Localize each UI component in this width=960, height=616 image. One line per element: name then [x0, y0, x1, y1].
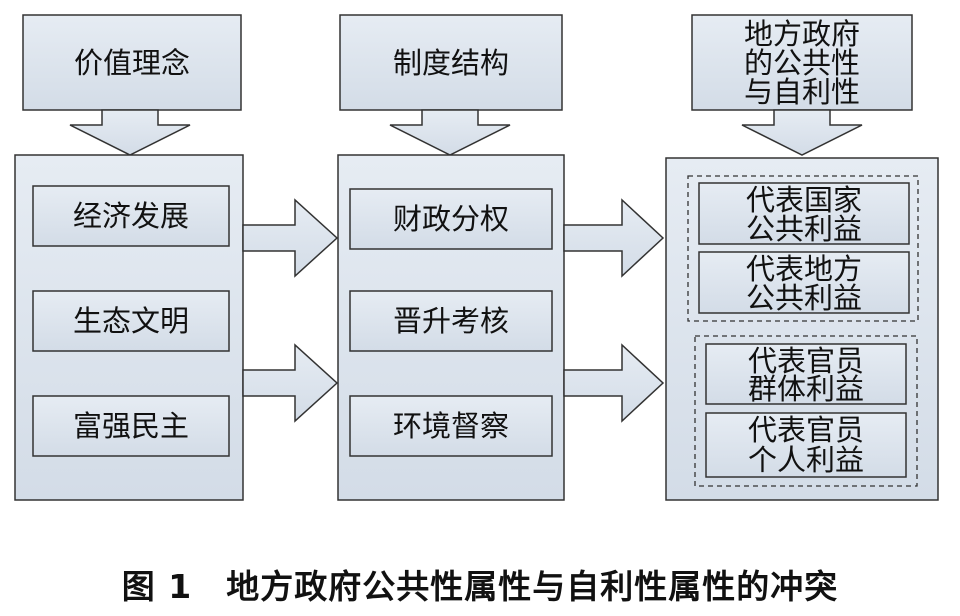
item-label: 财政分权	[393, 202, 509, 236]
item-box	[32, 290, 230, 352]
header-label: 的公共性	[744, 46, 860, 80]
item-box	[705, 343, 907, 405]
item-box	[32, 185, 230, 247]
header-label: 制度结构	[393, 46, 509, 80]
item-label: 群体利益	[748, 372, 864, 406]
item-box	[698, 251, 910, 314]
item-label: 晋升考核	[393, 304, 509, 338]
item-box	[349, 188, 553, 250]
item-box	[32, 395, 230, 457]
header-box	[691, 14, 913, 111]
right-arrow	[563, 198, 665, 278]
item-label: 公共利益	[746, 212, 862, 246]
down-arrow	[69, 109, 191, 156]
header-box	[22, 14, 242, 111]
item-box	[349, 395, 553, 457]
item-box	[698, 182, 910, 245]
item-label: 环境督察	[393, 409, 509, 443]
figure-title: 地方政府公共性属性与自利性属性的冲突	[226, 567, 839, 606]
header-box	[339, 14, 563, 111]
down-arrow	[741, 109, 863, 156]
right-arrow	[242, 198, 339, 278]
item-label: 代表官员	[748, 413, 864, 447]
item-label: 富强民主	[73, 409, 189, 443]
right-arrow	[563, 343, 665, 423]
column-value-concepts: 价值理念 经济发展 生态文明 富强民主	[14, 14, 244, 501]
down-arrow	[389, 109, 511, 156]
item-label: 个人利益	[748, 443, 864, 477]
dashed-group-self-interest	[694, 335, 918, 487]
item-label: 代表国家	[746, 183, 862, 217]
item-label: 生态文明	[73, 304, 189, 338]
right-arrow	[242, 343, 339, 423]
item-label: 公共利益	[746, 281, 862, 315]
item-box	[705, 412, 907, 478]
item-label: 经济发展	[73, 199, 189, 233]
header-label: 价值理念	[74, 46, 190, 80]
item-box	[349, 290, 553, 352]
item-label: 代表地方	[746, 252, 862, 286]
item-label: 代表官员	[748, 344, 864, 378]
figure-number: 图 1	[121, 567, 193, 606]
figure-caption: 图 1 地方政府公共性属性与自利性属性的冲突	[0, 560, 960, 608]
dashed-group-public	[687, 175, 919, 322]
header-label: 地方政府	[744, 17, 860, 51]
column-institutional-structure: 制度结构 财政分权 晋升考核 环境督察	[337, 14, 565, 501]
column-public-and-self-interest: 地方政府 的公共性 与自利性 代表国家 公共利益 代表地方 公共利益 代表官员 …	[665, 14, 939, 501]
header-label: 与自利性	[744, 75, 860, 109]
